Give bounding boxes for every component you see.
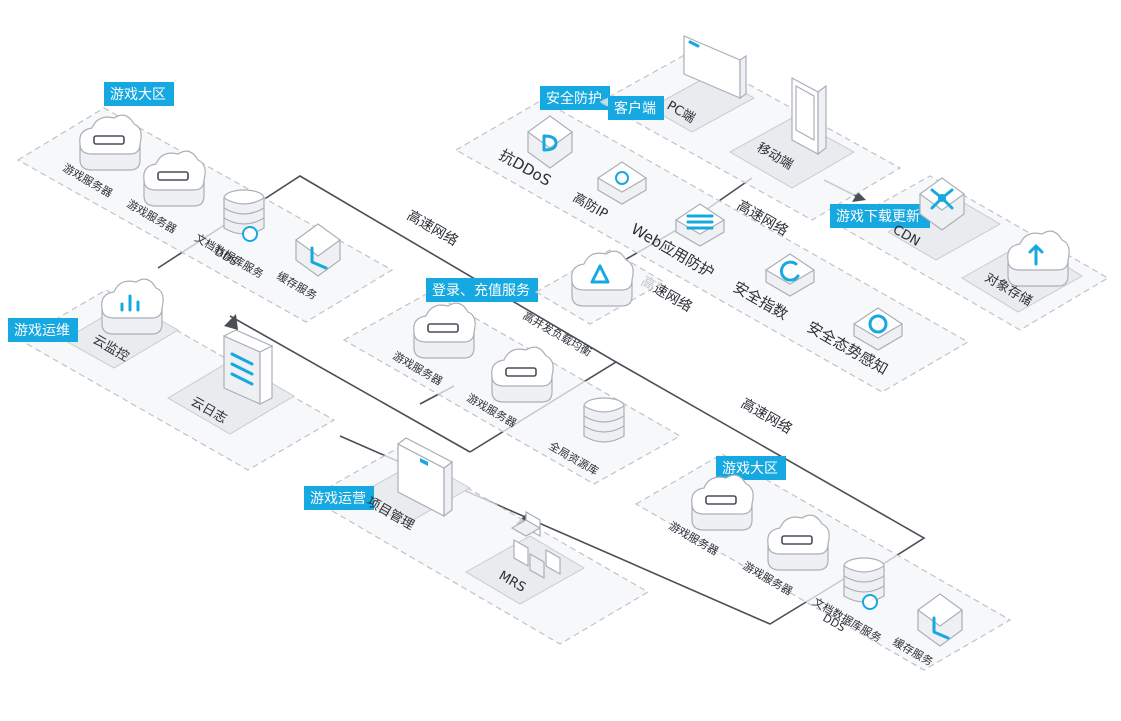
cache-shield-icon [295,223,341,277]
log-document-icon [222,329,274,405]
zone-client: 客户端 PC端 移动端 [598,35,902,221]
zone-tag-label: 安全防护 [546,90,602,107]
pc-monitor-icon [683,35,747,100]
zone-tag [104,82,174,106]
mrs-cube-icon [510,510,561,580]
zone-tag-label: 登录、充值服务 [432,283,530,299]
zone-tag [830,204,930,228]
project-management-icon [396,437,454,518]
zone-tag [426,278,538,302]
cloud-server-icon [491,346,554,403]
situation-awareness-icon [853,307,903,351]
zone-tag-label: 游戏下载更新 [836,209,920,225]
load-balancer-icon [571,250,634,307]
database-icon [223,189,265,242]
cloud-server-icon [413,302,476,359]
cloud-monitor-icon [101,278,164,335]
zone-download-update: 游戏下载更新 CDN 对象存储 [830,175,1110,331]
mobile-device-icon [791,76,827,156]
network-label: 高速网络 [738,395,795,438]
high-defense-ip-icon [597,161,647,205]
zone-game-area-top: 游戏大区 游戏服务器 游戏服务器 文档数据库服务 DDS 缓存服务 [16,82,394,323]
cloud-server-icon [143,150,206,207]
zone-login-recharge: 登录、充值服务 游戏服务器 游戏服务器 全局资源库 [342,278,682,485]
object-storage-icon [1007,230,1070,287]
zone-tag-label: 客户端 [614,100,656,117]
cache-shield-icon [917,593,963,647]
zone-tag [716,456,786,480]
anti-ddos-shield-icon [527,115,573,169]
zone-tag-label: 游戏运维 [14,323,70,339]
cdn-icon [919,177,965,231]
security-index-icon [765,253,815,297]
zone-game-ops: 游戏运维 云监控 云日志 [8,278,336,471]
zone-tag [304,486,374,510]
zone-game-area-bottom: 游戏大区 游戏服务器 游戏服务器 文档数据库服务 DDS 缓存服务 [634,453,1012,671]
zone-game-operation: 游戏运营 项目管理 MRS [304,437,650,645]
zone-tag [540,86,610,110]
database-icon [843,557,885,610]
zone-tag [608,96,664,120]
zone-tag-label: 游戏大区 [110,87,166,103]
zone-tag-label: 游戏运营 [310,491,366,507]
web-firewall-icon [675,203,725,247]
cloud-server-icon [691,474,754,531]
zone-load-balancer: 高并发负载均衡 [521,249,666,359]
cloud-server-icon [79,114,142,171]
database-icon [583,397,625,443]
zone-tag-label: 游戏大区 [722,461,778,477]
zone-tag [8,318,78,342]
cloud-server-icon [767,514,830,571]
